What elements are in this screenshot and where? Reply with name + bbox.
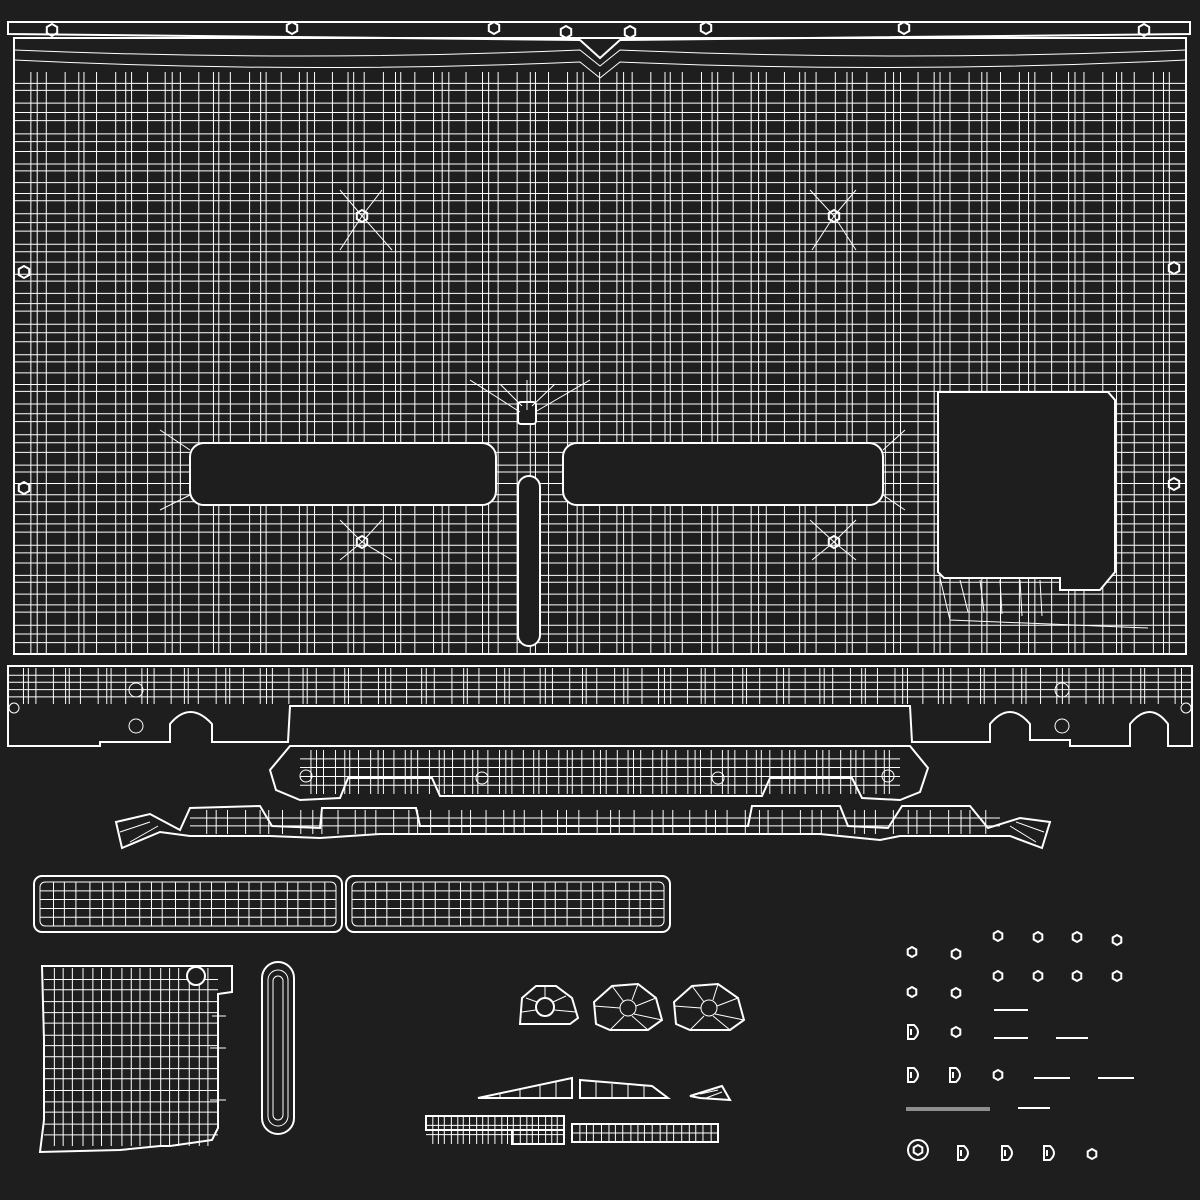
bolt-hex xyxy=(1167,476,1181,492)
bolt-hex xyxy=(285,20,299,36)
small-part-d xyxy=(949,1067,961,1083)
small-part-hex xyxy=(992,969,1004,983)
small-part-d xyxy=(957,1145,969,1161)
stand-upper-island xyxy=(268,745,930,802)
bolt-hex xyxy=(17,480,31,496)
small-part-hex xyxy=(1071,930,1083,944)
small-part-d xyxy=(1043,1145,1055,1161)
block-strips-island xyxy=(425,1115,719,1145)
small-part-d xyxy=(1001,1145,1013,1161)
small-part-hex xyxy=(992,1068,1004,1082)
small-part-hex xyxy=(906,985,918,999)
bolt-hex xyxy=(17,264,31,280)
bolt-hex xyxy=(623,24,637,40)
small-part-hex xyxy=(1086,1147,1098,1161)
bolt-hex xyxy=(827,208,841,224)
bolt-hex xyxy=(897,20,911,36)
bolt-hex xyxy=(1137,22,1151,38)
bolt-hex xyxy=(355,534,369,550)
corner-panel-island xyxy=(38,965,233,1154)
small-part-hex xyxy=(950,986,962,1000)
stand-lower-island xyxy=(114,804,1052,850)
small-part-hex xyxy=(1111,933,1123,947)
rounded-bar-left-island xyxy=(33,875,343,933)
small-part-hex xyxy=(912,1143,924,1157)
small-part-hex xyxy=(992,929,1004,943)
small-part-round xyxy=(907,1139,929,1161)
small-part-hex xyxy=(1032,969,1044,983)
dome-pieces-island xyxy=(518,982,746,1031)
bolt-hex xyxy=(827,534,841,550)
rounded-bar-right-island xyxy=(345,875,671,933)
vertical-capsule-island xyxy=(261,961,295,1135)
small-part-d xyxy=(907,1067,919,1083)
bolt-hex xyxy=(45,22,59,38)
bolt-hex xyxy=(355,208,369,224)
small-part-hex xyxy=(950,947,962,961)
bolt-hex xyxy=(699,20,713,36)
bottom-strip-island xyxy=(7,665,1193,747)
bolt-hex xyxy=(487,20,501,36)
small-part-hex xyxy=(1071,969,1083,983)
bolt-hex xyxy=(559,24,573,40)
small-part-d xyxy=(907,1024,919,1040)
wedge-pieces-island xyxy=(477,1076,732,1102)
bolt-hex xyxy=(1167,260,1181,276)
back-panel-island xyxy=(7,20,1191,655)
small-part-hex xyxy=(1032,930,1044,944)
small-parts-cluster-island xyxy=(906,929,1134,1161)
small-part-hex xyxy=(1111,969,1123,983)
small-part-hex xyxy=(906,945,918,959)
small-part-hex xyxy=(950,1025,962,1039)
